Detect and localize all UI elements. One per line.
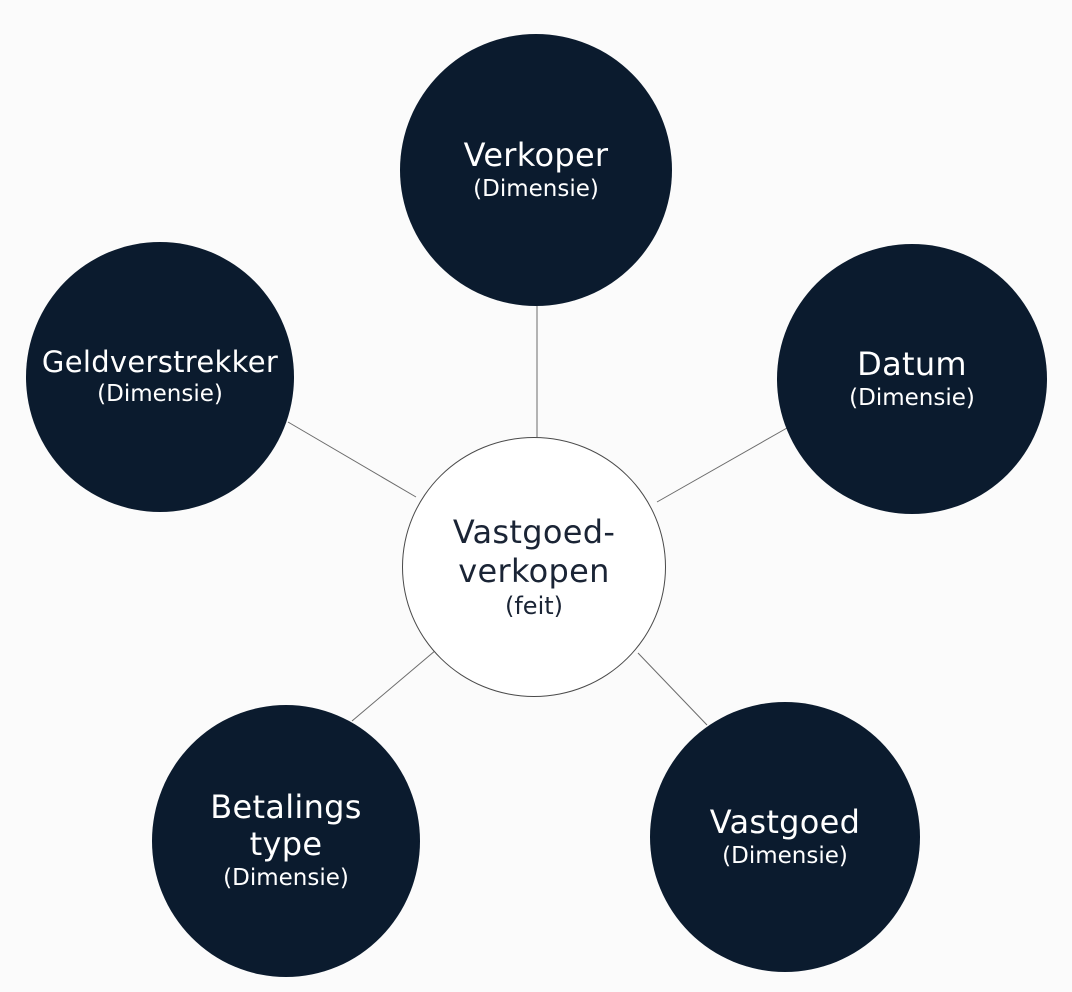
dimension-title: Betalings type (210, 789, 362, 863)
fact-title: Vastgoed- verkopen (453, 513, 615, 590)
fact-title-line-2: verkopen (458, 551, 610, 590)
dimension-kind-label: (Dimensie) (722, 842, 848, 869)
fact-title-line-1: Vastgoed- (452, 513, 616, 552)
connector-datum (656, 427, 788, 503)
dimension-title: Geldverstrekker (41, 344, 279, 379)
dimension-kind-label: (Dimensie) (849, 384, 975, 411)
connector-geldverstrekker (287, 421, 417, 498)
fact-kind-label: (feit) (504, 591, 564, 620)
dimension-node-datum: Datum (Dimensie) (777, 244, 1047, 514)
fact-node-vastgoedverkopen: Vastgoed- verkopen (feit) (402, 437, 666, 697)
dimension-title: Vastgoed (709, 802, 861, 841)
connector-betalingstype (351, 649, 437, 722)
dimension-kind-label: (Dimensie) (473, 175, 599, 202)
dimension-node-vastgoed: Vastgoed (Dimensie) (650, 702, 920, 972)
dimension-title: Verkoper (463, 135, 609, 174)
dimension-node-verkoper: Verkoper (Dimensie) (400, 34, 672, 306)
dimension-title: Datum (857, 344, 967, 383)
dimension-kind-label: (Dimensie) (97, 380, 223, 407)
connector-vastgoed (637, 652, 708, 726)
dimension-kind-label: (Dimensie) (223, 865, 349, 891)
dimension-title-line-2: type (249, 825, 323, 864)
dimension-node-geldverstrekker: Geldverstrekker (Dimensie) (26, 242, 294, 512)
dimension-title-line-1: Betalings (210, 788, 362, 827)
dimension-node-betalingstype: Betalings type (Dimensie) (152, 705, 420, 977)
